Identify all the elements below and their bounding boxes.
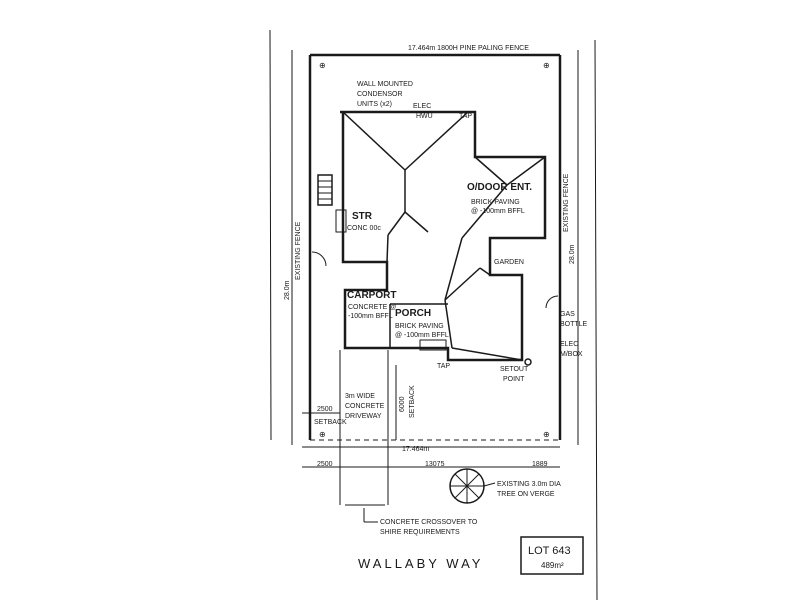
lot-box [520,536,584,575]
dim-left: 28.0m [284,280,291,300]
tree-line1: EXISTING 3.0m DIA [497,481,561,488]
svg-text:⊕: ⊕ [319,430,326,439]
setout-line2: POINT [503,376,525,383]
bottom-dim-1889: 1889 [532,461,548,468]
porch-paving-line2: @ -100mm BFFL [395,332,449,339]
setback-6000-label: SETBACK [409,385,416,418]
elec-mbox-line1: ELEC [560,341,578,348]
setout-line1: SETOUT [500,366,529,373]
wall-condensor-line1: WALL MOUNTED [357,81,413,88]
tree-symbol [449,468,496,504]
odoor-paving-line2: @ -100mm BFFL [471,208,525,215]
dimension-lines [302,365,560,468]
street-name: WALLABY WAY [358,556,483,571]
tap-top-label: TAP [459,113,472,120]
odoor-paving-line1: BRICK PAVING [471,199,520,206]
wall-condensor-line2: CONDENSOR [357,91,403,98]
str-conc-label: CONC 00c [347,225,381,232]
str-label: STR [352,211,373,222]
driveway-line2: CONCRETE [345,403,385,410]
tree-line2: TREE ON VERGE [497,491,555,498]
lot-area: 489m² [541,561,564,570]
bottom-dim-13075: 13075 [425,461,445,468]
driveway [339,350,389,506]
bottom-dim-2500: 2500 [317,461,333,468]
porch-paving-line1: BRICK PAVING [395,323,444,330]
bottom-fence-label: 17.464m [402,446,429,453]
lot-boundary: ⊕ ⊕ ⊕ ⊕ [308,53,562,441]
carport-conc-line1: CONCRETE @ [348,304,396,311]
crossover-pointer [363,508,378,523]
carport-conc-line2: -100mm BFFL [348,313,393,320]
carport-label: CARPORT [347,290,396,301]
crossover-line2: SHIRE REQUIREMENTS [380,529,460,536]
setout-marker [524,358,532,366]
driveway-line1: 3m WIDE [345,393,375,400]
elec-mbox-line2: M/BOX [560,351,583,358]
lot-number: LOT 643 [528,545,571,557]
dim-right: 28.0m [569,244,576,264]
scan-edge-line [594,39,598,600]
elec-label: ELEC [413,103,431,110]
crossover-line1: CONCRETE CROSSOVER TO [380,519,478,526]
garden-label: GARDEN [494,259,524,266]
svg-text:⊕: ⊕ [543,430,550,439]
house-outline [340,110,547,362]
driveway-line3: DRIVEWAY [345,413,382,420]
svg-text:⊕: ⊕ [319,61,326,70]
gas-line1: GAS [560,311,575,318]
gate-arc-left [311,251,327,267]
gate-arc-right [545,295,559,309]
hwu-label: HWU [416,113,433,120]
top-fence-label: 17.464m 1800H PINE PALING FENCE [408,45,529,52]
existing-fence-left: EXISTING FENCE [295,221,302,280]
gas-line2: BOTTLE [560,321,588,328]
existing-fence-right: EXISTING FENCE [563,173,570,232]
setback-2500: 2500 [317,406,333,413]
steps [317,174,447,351]
setback-left-label: SETBACK [314,419,347,426]
tap-bottom-label: TAP [437,363,450,370]
svg-text:⊕: ⊕ [543,61,550,70]
wall-condensor-line3: UNITS (x2) [357,101,392,108]
scan-edge-line [269,29,272,441]
odoor-label: O/DOOR ENT. [467,182,532,193]
porch-label: PORCH [395,308,431,319]
setback-6000: 6000 [399,396,406,412]
